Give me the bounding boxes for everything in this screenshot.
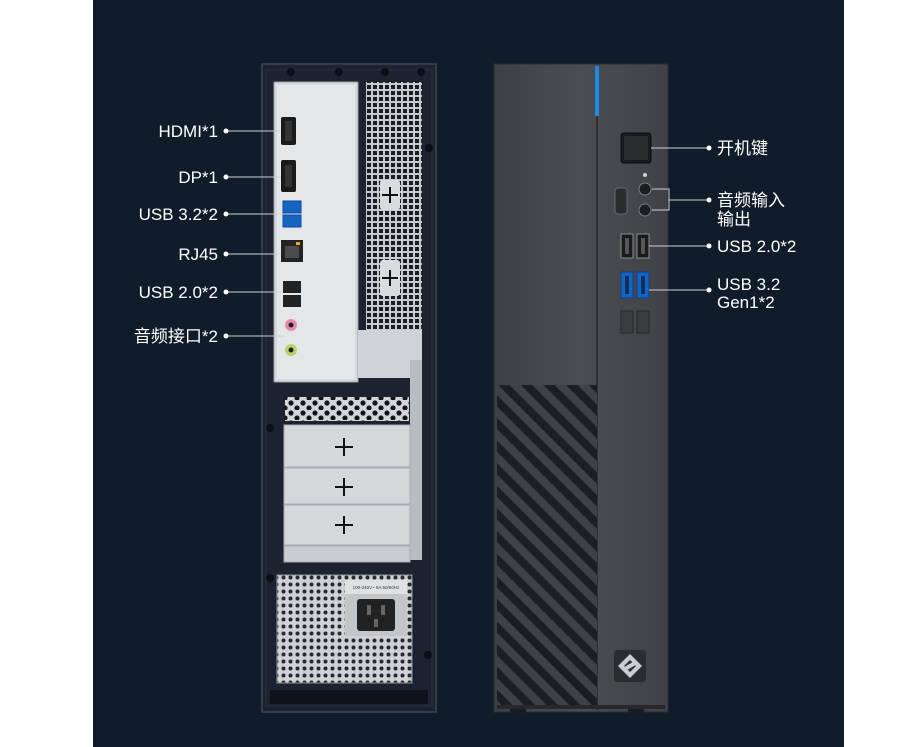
rear-port-displayport (281, 160, 296, 192)
label-usb32-front-line2: Gen1*2 (717, 293, 775, 312)
front-panel (493, 63, 669, 714)
label-usb32-front-line1: USB 3.2 (717, 275, 781, 294)
rear-vent-plus-marks (380, 180, 400, 296)
front-usb3-ports (620, 271, 650, 299)
front-diagonal-grille (497, 385, 597, 707)
rear-leader-dots (223, 128, 229, 339)
label-audio-rear: 音频接口*2 (133, 327, 218, 346)
label-audio-front-line1: 音频输入 (717, 191, 785, 210)
rear-vent-grille (366, 82, 422, 344)
power-supply (276, 574, 413, 684)
expansion-slot-covers (283, 424, 411, 563)
front-accent-light (595, 66, 599, 116)
label-usb32-rear: USB 3.2*2 (138, 205, 218, 224)
brand-logo-icon (614, 650, 646, 682)
rear-port-audio (285, 319, 297, 356)
psu-rating-label: 100-240V~ 5A 50/60Hz (353, 585, 400, 590)
rear-port-usb2 (283, 281, 301, 307)
label-audio-front-line2: 输出 (717, 210, 751, 229)
rear-port-rj45 (281, 240, 303, 262)
front-audio-jacks (614, 182, 652, 217)
rear-hex-vent (285, 397, 409, 421)
label-hdmi: HDMI*1 (158, 122, 218, 141)
power-button (620, 132, 652, 164)
label-usb20-rear: USB 2.0*2 (138, 283, 218, 302)
product-photo-backdrop (93, 0, 844, 747)
label-dp: DP*1 (178, 168, 218, 187)
rear-port-usb3 (282, 200, 302, 228)
label-power-key: 开机键 (717, 139, 768, 158)
front-leader-lines (649, 147, 709, 291)
rear-port-hdmi (281, 117, 296, 145)
label-usb20-front: USB 2.0*2 (717, 237, 797, 256)
front-leader-dots (706, 145, 712, 293)
rear-leader-lines (226, 130, 285, 337)
label-rj45: RJ45 (178, 245, 218, 264)
front-card-slots (620, 310, 650, 334)
